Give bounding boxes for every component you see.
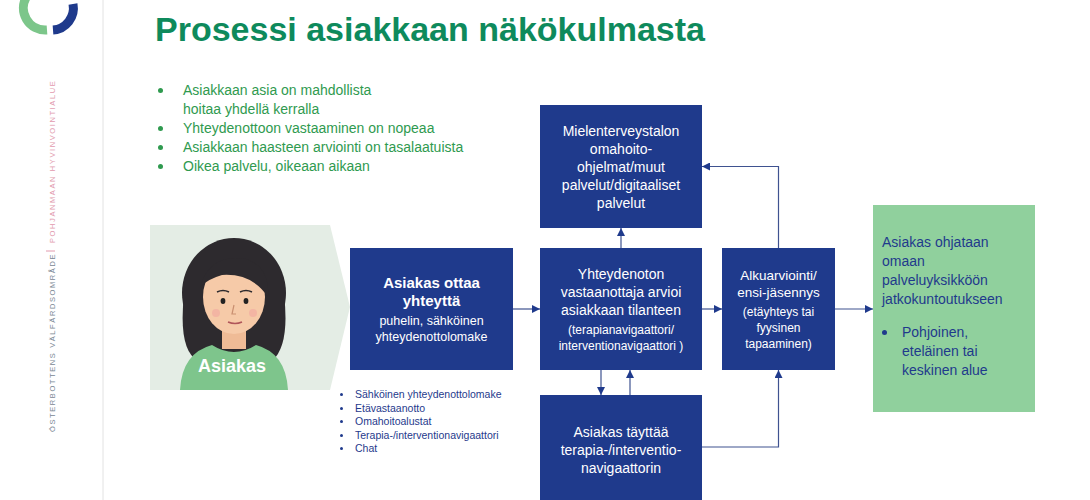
box-heading: Alkuarviointi/ ensi-jäsennys	[730, 267, 827, 301]
channel-row: Terapia-/interventionavigaattori	[340, 429, 502, 443]
flow-arrow	[702, 167, 779, 249]
bullet-row: Oikea palvelu, oikeaan aikaan	[158, 157, 463, 176]
slide-title: Prosessi asiakkaan näkökulmasta	[155, 10, 705, 49]
channel-row: Sähköinen yhteydenottolomake	[340, 388, 502, 402]
channel-item: Terapia-/interventionavigaattori	[355, 429, 499, 443]
mouth	[228, 322, 242, 324]
flow-arrow	[513, 308, 540, 309]
flow-arrow	[620, 228, 621, 248]
box-text: Asiakas täyttää terapia-/interventio- na…	[548, 423, 694, 477]
bullet-dot	[340, 420, 343, 423]
bullet-item: Asiakkaan asia on mahdollista hoitaa yhd…	[183, 81, 408, 119]
bullet-dot	[340, 407, 343, 410]
bullet-list: Asiakkaan asia on mahdollista hoitaa yhd…	[158, 81, 463, 176]
bullet-dot	[882, 330, 887, 335]
flow-arrow	[702, 308, 722, 309]
chevron-panel	[150, 225, 350, 390]
process-box: Asiakas täyttää terapia-/interventio- na…	[540, 395, 702, 500]
channel-row: Omahoitoalustat	[340, 415, 502, 429]
channel-item: Chat	[355, 442, 377, 456]
bullet-row: Pohjoinen, eteläinen tai keskinen alue	[882, 323, 1027, 380]
nose	[232, 305, 236, 314]
box-heading: Yhteydenoton vastaanottaja arvioi asiakk…	[548, 265, 694, 319]
bullet-item: Yhteydenottoon vastaaminen on nopeaa	[183, 119, 434, 138]
box-heading: Asiakas ohjataan omaan palveluyksikköön …	[882, 233, 1027, 309]
box-subtext: (terapianavigaattori/ interventionavigaa…	[548, 322, 694, 354]
process-box: Alkuarviointi/ ensi-jäsennys(etäyhteys t…	[722, 248, 835, 370]
box-subtext: (etäyhteys tai fyysinen tapaaminen)	[730, 304, 827, 352]
cheek	[249, 309, 257, 317]
customer-label: Asiakas	[187, 355, 277, 378]
logo-arc	[53, 4, 73, 30]
channel-item: Omahoitoalustat	[355, 415, 431, 429]
flow-arrow	[629, 370, 630, 395]
process-box: Yhteydenoton vastaanottaja arvioi asiakk…	[540, 248, 702, 370]
channel-item: Sähköinen yhteydenottolomake	[355, 388, 502, 402]
bullet-row: Yhteydenottoon vastaaminen on nopeaa	[158, 119, 463, 138]
logo-arc	[23, 0, 47, 30]
organization-name: POHJANMAAN HYVINVOINTIALUE	[48, 80, 57, 243]
channel-row: Chat	[340, 442, 502, 456]
region-item: Pohjoinen, eteläinen tai keskinen alue	[902, 323, 1027, 380]
flow-arrow	[835, 308, 873, 309]
process-box: Mielenterveystalon omahoito- ohjelmat/mu…	[540, 105, 702, 228]
eyebrow	[240, 291, 252, 293]
bullet-dot	[158, 164, 163, 169]
eyebrow	[217, 291, 229, 293]
channel-row: Etävastaanotto	[340, 402, 502, 416]
fringe	[200, 258, 268, 297]
organization-name: ÖSTERBOTTENS VÄLFÄRDSOMRÅDE	[48, 253, 57, 432]
flow-arrow	[600, 370, 601, 395]
bullet-row: Asiakkaan asia on mahdollista hoitaa yhd…	[158, 81, 463, 119]
box-text: Mielenterveystalon omahoito- ohjelmat/mu…	[548, 122, 694, 212]
channel-item: Etävastaanotto	[355, 402, 425, 416]
eye	[244, 298, 249, 304]
cheek	[212, 309, 220, 317]
divider-line	[103, 0, 104, 500]
box-subtext: puhelin, sähköinen yhteydenottolomake	[358, 313, 505, 345]
bullet-row: Asiakkaan haasteen arviointi on tasalaat…	[158, 138, 463, 157]
bullet-dot	[158, 88, 163, 93]
bullet-item: Oikea palvelu, oikeaan aikaan	[183, 157, 370, 176]
logo	[0, 0, 100, 45]
flow-arrow	[702, 370, 779, 447]
bullet-dot	[340, 447, 343, 450]
process-box: Asiakas ottaa yhteyttäpuhelin, sähköinen…	[350, 248, 513, 370]
customer-panel: Asiakas	[150, 225, 350, 390]
shirt	[180, 345, 288, 390]
channel-list: Sähköinen yhteydenottolomakeEtävastaanot…	[340, 388, 502, 456]
bullet-dot	[340, 434, 343, 437]
bullet-dot	[340, 393, 343, 396]
bullet-item: Asiakkaan haasteen arviointi on tasalaat…	[183, 138, 463, 157]
outcome-box: Asiakas ohjataan omaan palveluyksikköön …	[873, 205, 1035, 412]
eye	[221, 298, 226, 304]
bullet-dot	[158, 126, 163, 131]
separator-line	[46, 251, 55, 252]
bullet-dot	[158, 145, 163, 150]
side-rule	[98, 0, 110, 500]
box-heading: Asiakas ottaa yhteyttä	[358, 274, 505, 310]
